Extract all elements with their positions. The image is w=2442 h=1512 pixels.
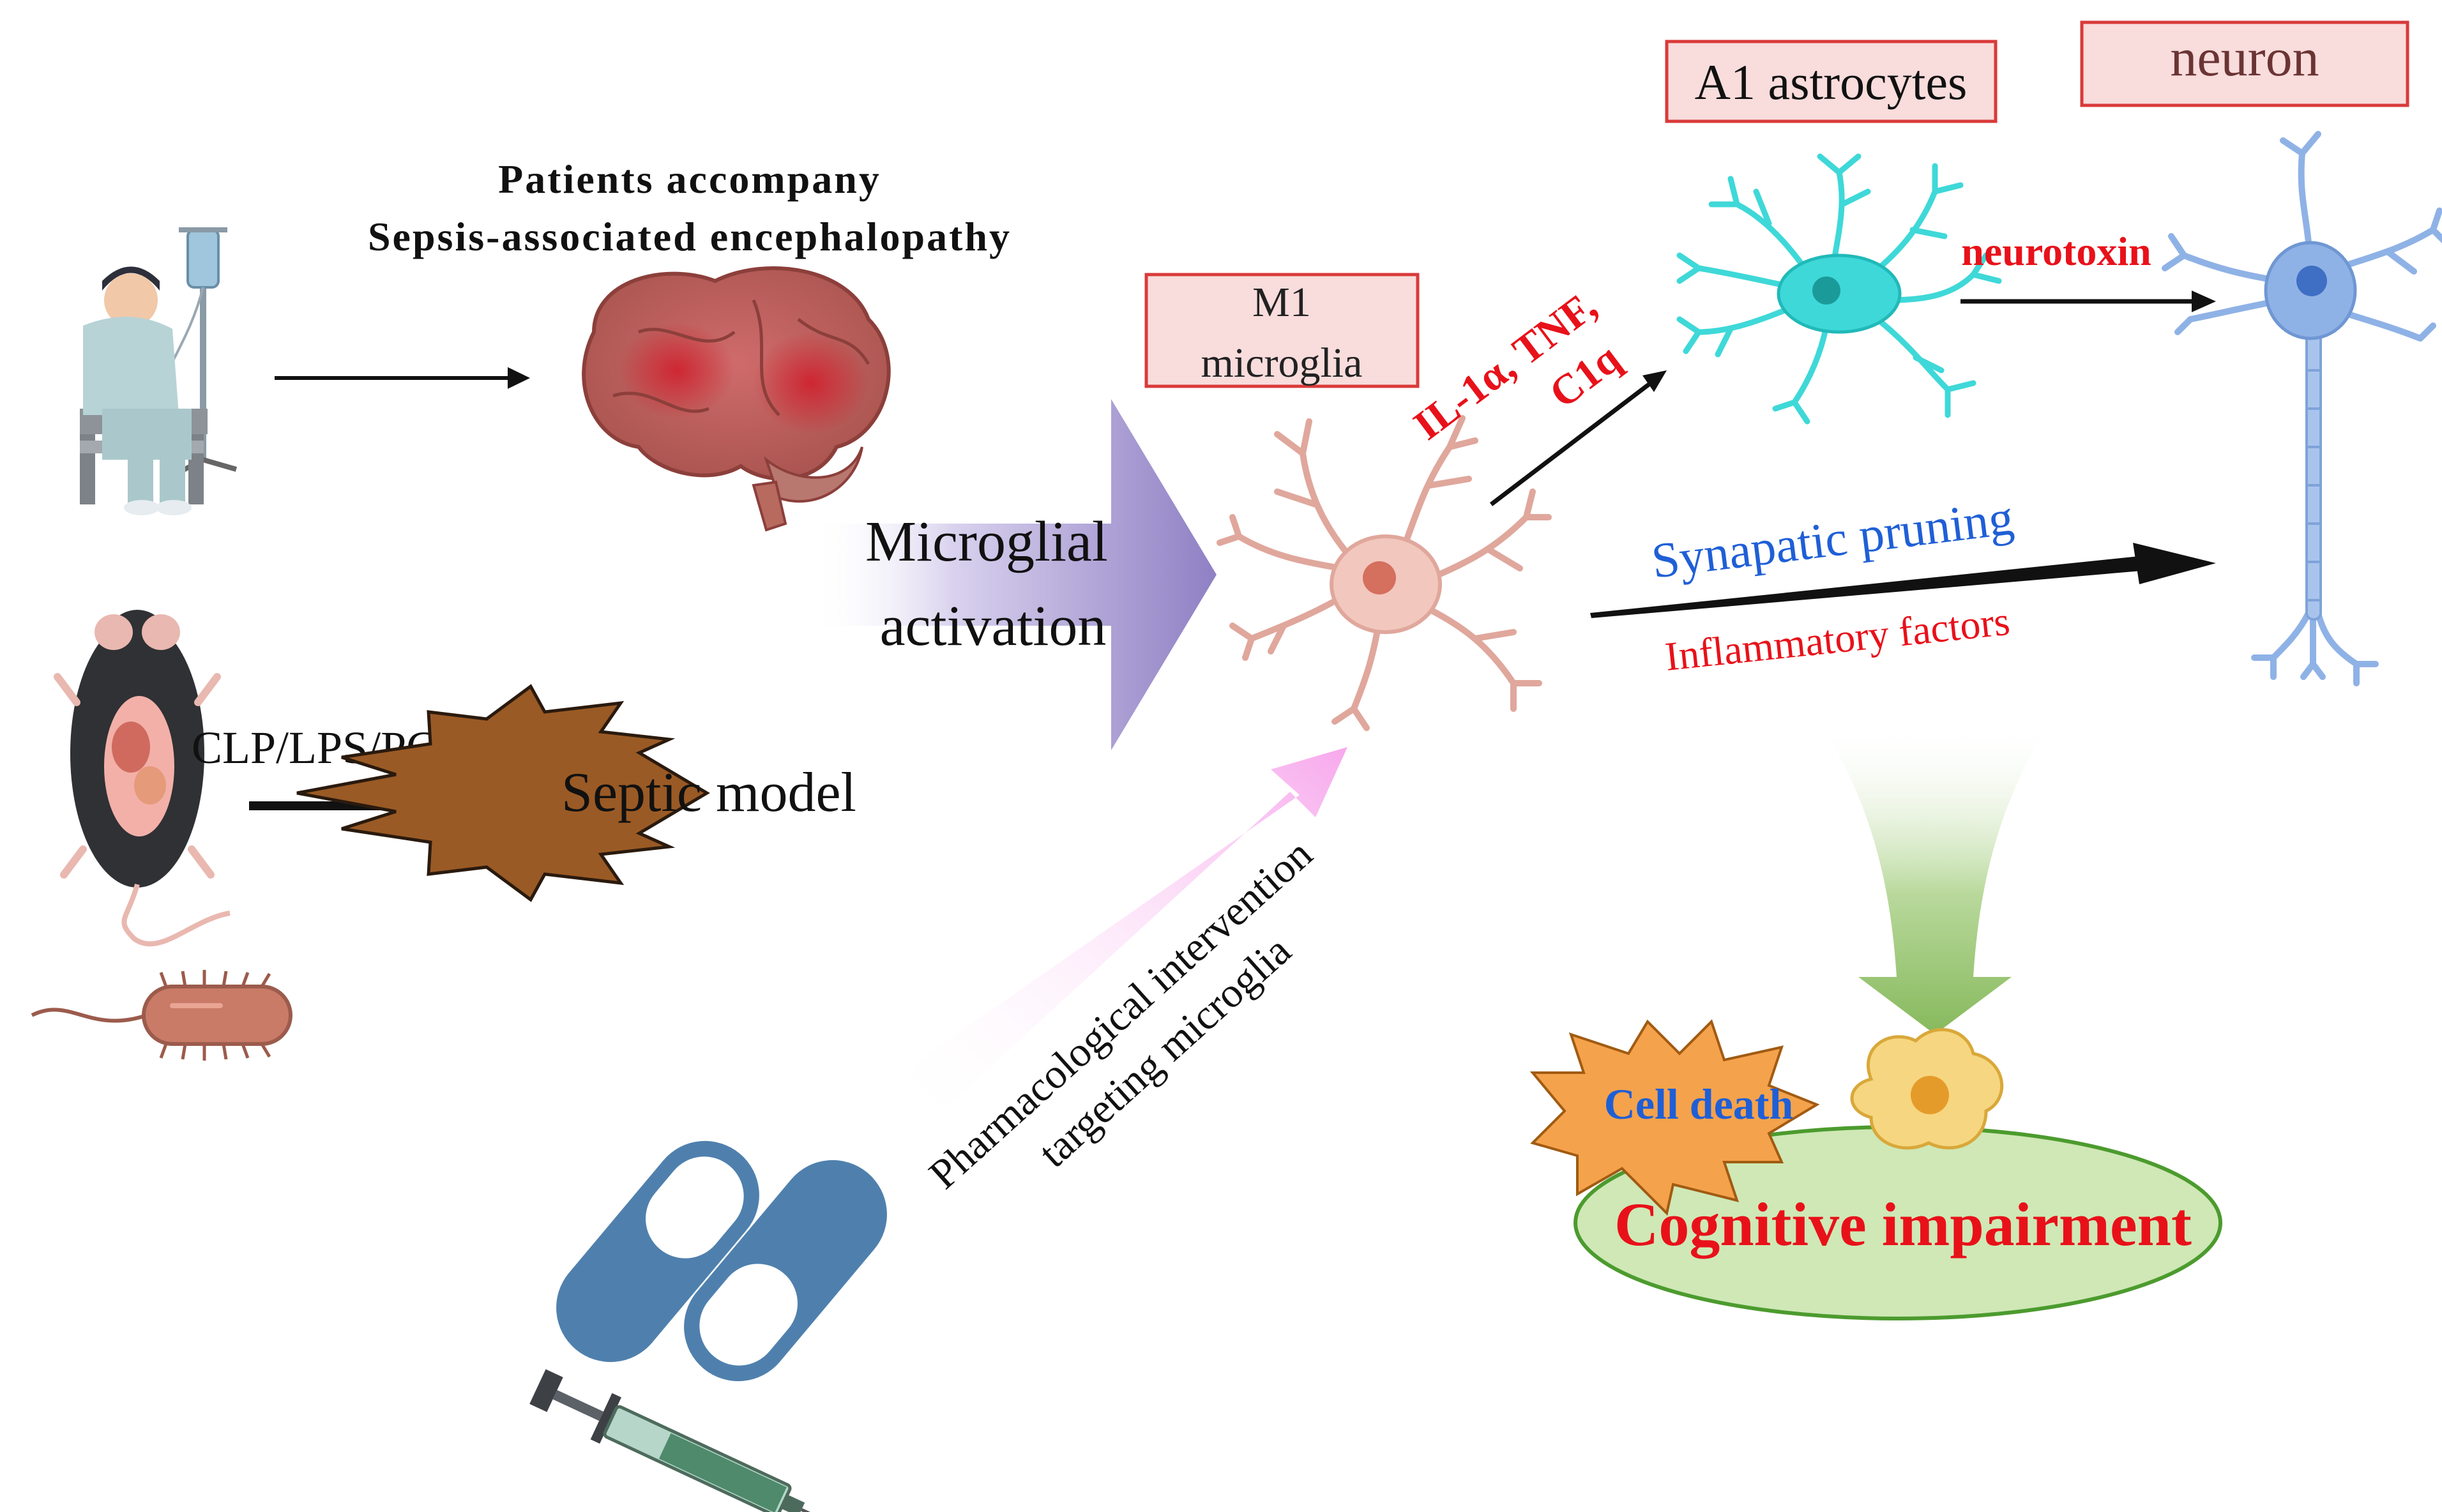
microglia-cell-body xyxy=(1330,534,1442,634)
intervention-line-1: Pharmacological intervention xyxy=(920,831,1321,1198)
m1-microglia-box xyxy=(1144,273,1420,388)
green-down-arrow xyxy=(1820,722,2050,1034)
capsule-pill-icon xyxy=(556,1140,887,1382)
syringe-icon xyxy=(529,1369,897,1512)
title-line-2: Sepsis-associated encephalopathy xyxy=(368,214,1012,259)
astrocyte-cell-icon xyxy=(1676,153,2002,425)
septic-model-label: Septic model xyxy=(561,762,856,824)
m1-label-line-2: microglia xyxy=(1201,340,1363,386)
brain-icon xyxy=(582,266,891,532)
cell-death-label: Cell death xyxy=(1604,1080,1794,1128)
neuron-box xyxy=(2080,20,2409,107)
mouse-icon xyxy=(54,610,231,947)
synaptic-pruning-label: Synapatic pruning xyxy=(1648,489,2016,589)
microglial-activation-arrow xyxy=(811,399,1217,750)
apoptotic-cell-icon xyxy=(1850,1028,2004,1150)
astrocyte-cell-body xyxy=(1777,253,1902,334)
cognitive-impairment-label: Cognitive impairment xyxy=(1614,1190,2192,1259)
neuron-label: neuron xyxy=(2170,28,2319,87)
patient-iv-icon xyxy=(80,227,238,515)
microglial-activation-line-1: Microglial xyxy=(865,510,1108,573)
pink-intervention-arrow xyxy=(900,747,1347,1114)
arrow-microglia-to-astrocytes xyxy=(1489,370,1667,506)
neuron-cell-icon xyxy=(2162,131,2442,686)
septic-model-burst xyxy=(296,684,710,902)
title-line-1: Patients accompany xyxy=(498,156,881,202)
neuron-axon xyxy=(2305,331,2322,621)
microglia-cell-icon xyxy=(1217,415,1552,731)
arrow-patient-to-brain xyxy=(275,367,530,389)
a1-astrocytes-box xyxy=(1665,40,1998,123)
neuron-cell-body xyxy=(2264,241,2357,340)
m1-label-line-1: M1 xyxy=(1252,279,1311,326)
bacterium-icon xyxy=(31,970,292,1061)
microglial-activation-line-2: activation xyxy=(880,594,1107,658)
neurotoxin-label: neurotoxin xyxy=(1961,229,2151,274)
a1-astrocytes-label: A1 astrocytes xyxy=(1695,54,1968,110)
inflammatory-factors-label: Inflammatory factors xyxy=(1663,598,2012,679)
arrow-pruning-to-neuron xyxy=(1590,543,2216,618)
cell-death-burst xyxy=(1529,1019,1820,1216)
arrow-astrocytes-to-neuron xyxy=(1960,291,2216,312)
